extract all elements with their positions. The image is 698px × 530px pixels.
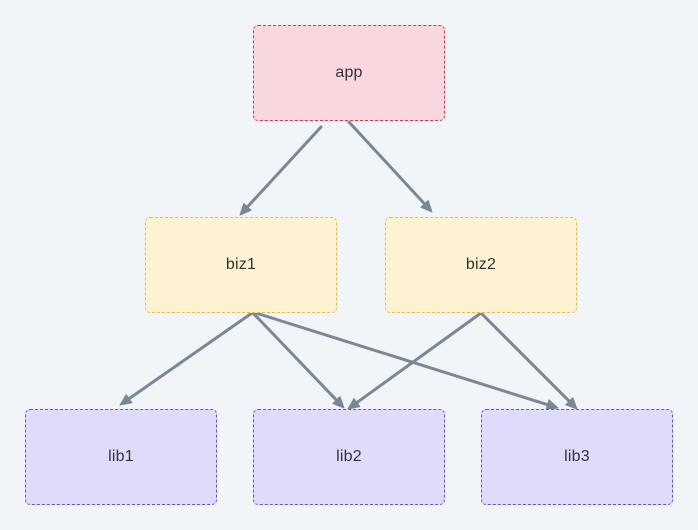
edge-biz1-to-lib3 — [254, 311, 559, 410]
edge-line — [252, 312, 338, 402]
edge-line — [127, 311, 254, 401]
arrowhead-icon — [239, 203, 252, 216]
node-app[interactable]: app — [253, 25, 445, 121]
node-biz1-label: biz1 — [225, 256, 257, 273]
node-lib1[interactable]: lib1 — [25, 409, 217, 505]
edge-app-to-biz1 — [239, 125, 323, 216]
edge-app-to-biz2 — [347, 120, 433, 213]
edge-biz2-to-lib2 — [347, 311, 483, 410]
arrowhead-icon — [420, 200, 433, 213]
edge-line — [347, 120, 427, 206]
node-biz2[interactable]: biz2 — [385, 217, 577, 313]
arrowhead-icon — [332, 396, 345, 409]
edge-line — [254, 311, 550, 407]
node-biz2-label: biz2 — [465, 256, 497, 273]
node-lib2-label: lib2 — [336, 448, 362, 465]
node-lib3[interactable]: lib3 — [481, 409, 673, 505]
arrowhead-icon — [347, 398, 361, 410]
node-lib1-label: lib1 — [108, 448, 134, 465]
edge-biz1-to-lib1 — [119, 311, 254, 406]
node-lib2[interactable]: lib2 — [253, 409, 445, 505]
edge-line — [479, 311, 571, 403]
node-lib3-label: lib3 — [564, 448, 590, 465]
edge-line — [245, 125, 323, 209]
node-biz1[interactable]: biz1 — [145, 217, 337, 313]
arrowhead-icon — [565, 397, 578, 410]
arrowhead-icon — [119, 394, 133, 406]
node-app-label: app — [335, 64, 363, 81]
edge-biz1-to-lib2 — [252, 312, 345, 409]
edge-line — [355, 311, 483, 405]
edge-biz2-to-lib3 — [479, 311, 578, 410]
